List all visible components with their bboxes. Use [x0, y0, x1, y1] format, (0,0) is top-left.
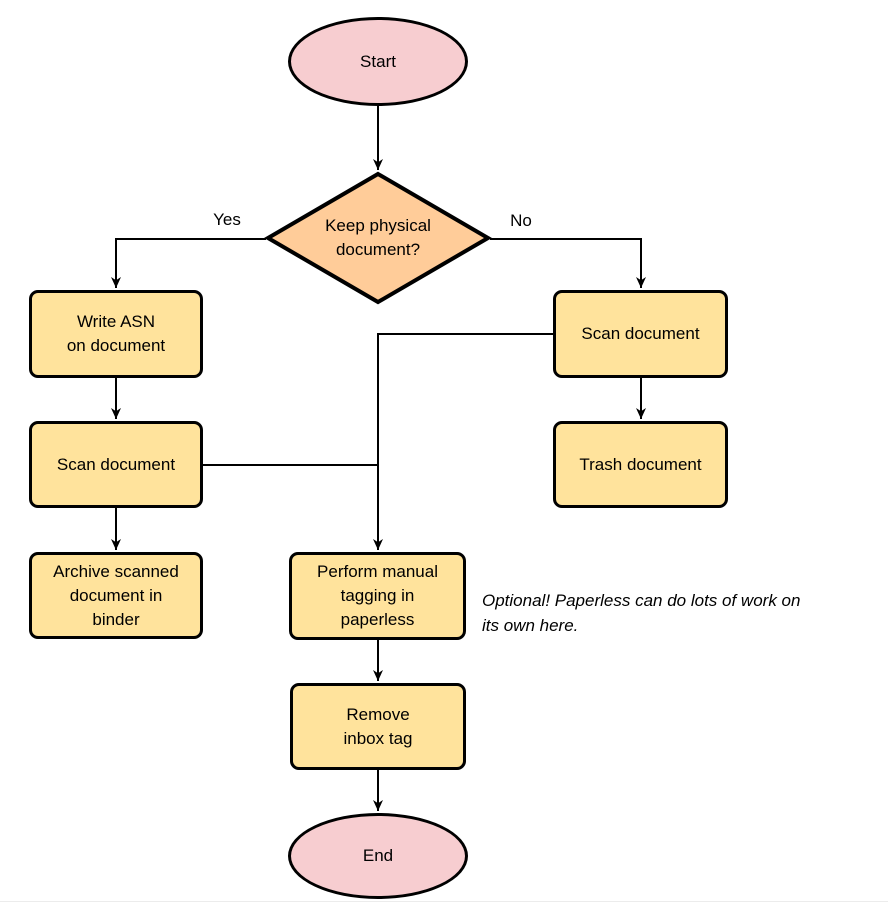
edge-decision-yes-to-write — [111, 238, 266, 288]
manual-tagging-node-label: Perform manual tagging in paperless — [317, 562, 438, 629]
archive-node: Archive scanned document in binder — [29, 552, 203, 639]
scan-document-left-node-label: Scan document — [56, 454, 176, 474]
scan-document-right-node: Scan document — [553, 290, 728, 378]
end-node-label: End — [362, 846, 394, 865]
decision-node-label: Keep physical document? — [325, 216, 431, 259]
trash-document-node: Trash document — [553, 421, 728, 508]
decision-diamond-polygon — [264, 171, 492, 305]
edge-label-no: No — [510, 211, 532, 230]
trash-document-node-label: Trash document — [579, 454, 702, 474]
remove-inbox-tag-node-label: Remove inbox tag — [343, 704, 413, 748]
archive-node-label: Archive scanned document in binder — [53, 561, 179, 629]
page-bottom-divider — [0, 901, 888, 902]
decision-node: Keep physical document? — [264, 171, 492, 305]
start-node: Start — [288, 17, 468, 106]
edge-decision-no-to-scan — [490, 238, 646, 288]
scan-document-left-node: Scan document — [29, 421, 203, 508]
start-node-label: Start — [360, 51, 396, 71]
write-asn-node: Write ASN on document — [29, 290, 203, 378]
remove-inbox-tag-node: Remove inbox tag — [290, 683, 466, 770]
optional-annotation-text: Optional! Paperless can do lots of work … — [482, 591, 801, 635]
decision-diamond-shape — [264, 171, 492, 305]
end-node: End — [288, 813, 468, 899]
edge-label-yes: Yes — [213, 210, 241, 229]
manual-tagging-node: Perform manual tagging in paperless — [289, 552, 466, 640]
write-asn-node-label: Write ASN on document — [66, 312, 166, 355]
scan-document-right-node-label: Scan document — [581, 324, 700, 343]
edge-scan-right-to-tagging — [373, 333, 553, 550]
